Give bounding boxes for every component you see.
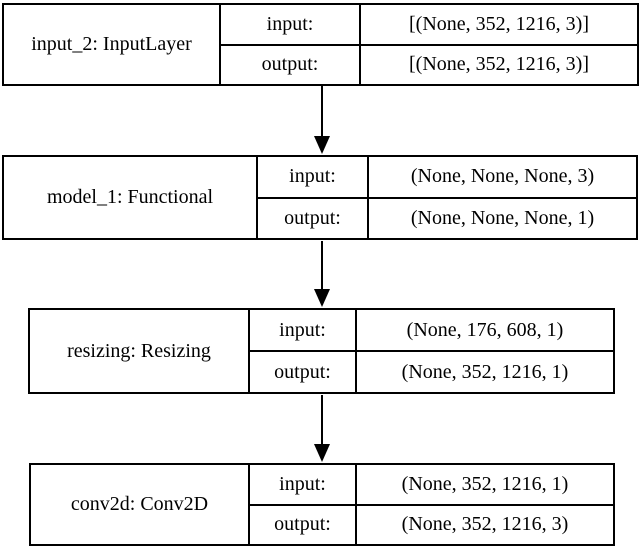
- input-shape: (None, 176, 608, 1): [406, 318, 564, 341]
- connector-arrow-3: [314, 395, 330, 462]
- layer-node-input-2: input_2: InputLayer input: [(None, 352, …: [2, 3, 639, 86]
- arrow-line: [321, 86, 323, 136]
- layer-name: resizing: Resizing: [30, 310, 250, 392]
- connector-arrow-1: [314, 86, 330, 154]
- output-label: output:: [250, 505, 357, 544]
- arrow-head-icon: [314, 289, 330, 307]
- input-label: input:: [258, 157, 369, 197]
- input-shape: [(None, 352, 1216, 3)]: [409, 12, 589, 35]
- output-label: output:: [221, 45, 361, 84]
- input-label: input:: [250, 465, 357, 504]
- arrow-head-icon: [314, 136, 330, 154]
- connector-arrow-2: [314, 241, 330, 307]
- input-label: input:: [221, 5, 361, 44]
- input-label: input:: [250, 310, 357, 350]
- output-shape: (None, None, None, 1): [410, 206, 595, 229]
- arrow-line: [321, 395, 323, 444]
- input-shape: (None, 352, 1216, 1): [401, 472, 569, 495]
- output-label: output:: [258, 198, 369, 238]
- layer-node-resizing: resizing: Resizing input: (None, 176, 60…: [28, 308, 615, 394]
- layer-node-conv2d: conv2d: Conv2D input: (None, 352, 1216, …: [29, 463, 615, 546]
- output-shape: [(None, 352, 1216, 3)]: [409, 53, 589, 76]
- layer-name: model_1: Functional: [4, 157, 258, 238]
- output-shape: (None, 352, 1216, 1): [401, 360, 569, 383]
- output-shape: (None, 352, 1216, 3): [401, 513, 569, 536]
- layer-node-model-1: model_1: Functional input: (None, None, …: [2, 155, 638, 240]
- arrow-head-icon: [314, 444, 330, 462]
- layer-name: input_2: InputLayer: [4, 5, 221, 84]
- arrow-line: [321, 241, 323, 289]
- input-shape: (None, None, None, 3): [410, 165, 595, 188]
- layer-name: conv2d: Conv2D: [31, 465, 250, 544]
- output-label: output:: [250, 352, 357, 392]
